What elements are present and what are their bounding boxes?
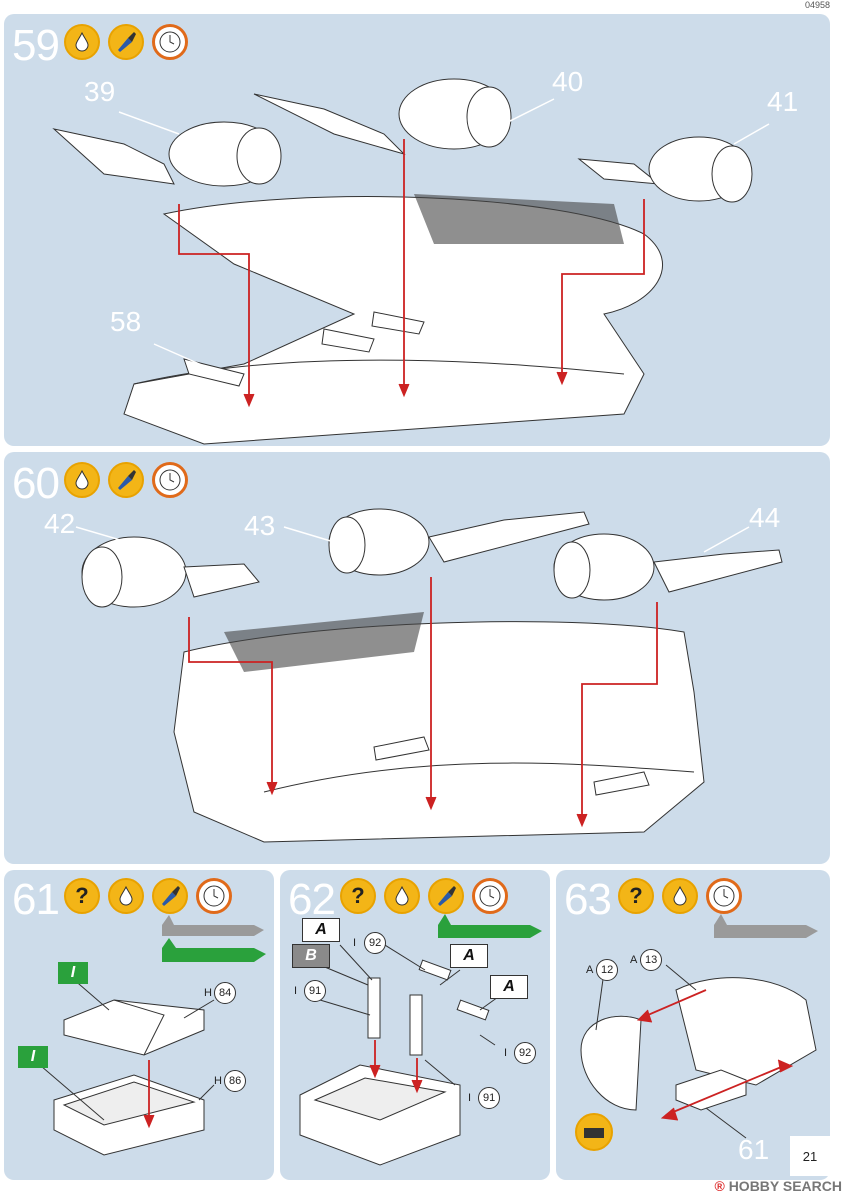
part-label-61: 61 [738, 1134, 770, 1165]
green-flag: I [58, 962, 88, 984]
step-number: 60 [12, 459, 60, 508]
clock-icon [152, 462, 188, 498]
part-label-39: 39 [84, 76, 116, 107]
clock-icon [196, 878, 232, 914]
flag-label: B [292, 944, 330, 968]
watermark-mark: ® [714, 1178, 725, 1194]
green-flag: I [18, 1046, 48, 1068]
step-63-illustration [575, 914, 818, 1151]
flag-label: A [302, 918, 340, 942]
part-number-badge: 92 [364, 932, 387, 954]
page-number: 21 [790, 1136, 830, 1176]
part-number-badge: 92 [514, 1042, 537, 1064]
paint-drop-icon [64, 24, 100, 60]
watermark-brand: HOBBY SEARCH [728, 1178, 842, 1194]
step-number: 61 [12, 875, 60, 924]
kit-code: 04958 [804, 0, 830, 10]
part-label-58: 58 [110, 306, 142, 337]
part-number-badge: 13 [640, 949, 663, 971]
clock-icon [706, 878, 742, 914]
part-label-41: 41 [767, 86, 799, 117]
flag-label: A [490, 975, 528, 999]
brush-icon [108, 462, 144, 498]
part-label-44: 44 [749, 502, 781, 533]
paint-drop-icon [662, 878, 698, 914]
step-59-panel: 59 [4, 14, 830, 446]
step-59-illustration [52, 78, 770, 445]
part-prefix: I [468, 1092, 472, 1104]
step-61-illustration [33, 915, 266, 1156]
flag-label: A [450, 944, 488, 968]
part-number-badge: 84 [214, 982, 237, 1004]
part-number-badge: 12 [596, 959, 619, 981]
question-icon: ? [340, 878, 376, 914]
paint-drop-icon [384, 878, 420, 914]
part-number-badge: 91 [304, 980, 327, 1002]
paint-drop-icon [108, 878, 144, 914]
step-60-panel: 60 42 43 44 [4, 452, 830, 864]
step-63-panel: 63 ? A 12 A 13 61 [556, 870, 830, 1180]
brush-icon [428, 878, 464, 914]
brush-icon [108, 24, 144, 60]
step-60-illustration [75, 508, 783, 843]
watermark: ® HOBBY SEARCH [714, 1178, 842, 1194]
step-number: 63 [564, 875, 612, 924]
question-icon: ? [64, 878, 100, 914]
clock-icon [472, 878, 508, 914]
part-prefix: I [504, 1047, 508, 1059]
clock-icon [152, 24, 188, 60]
step-number: 62 [288, 875, 336, 924]
part-label-42: 42 [44, 508, 76, 539]
step-number: 59 [12, 21, 60, 70]
brush-icon [152, 878, 188, 914]
part-number-badge: 86 [224, 1070, 247, 1092]
part-prefix: I [294, 985, 298, 997]
part-prefix: A [586, 964, 594, 976]
part-number-badge: 91 [478, 1087, 501, 1109]
step-61-panel: 61 ? I I H 84 H 86 [4, 870, 274, 1180]
part-prefix: A [630, 954, 638, 966]
part-prefix: H [204, 987, 212, 999]
part-label-40: 40 [552, 66, 584, 97]
paint-drop-icon [64, 462, 100, 498]
step-62-illustration [299, 914, 542, 1166]
step-62-panel: 62 ? A B A A I 92 I [280, 870, 550, 1180]
part-label-43: 43 [244, 510, 276, 541]
part-prefix: H [214, 1075, 222, 1087]
part-prefix: I [353, 937, 357, 949]
question-icon: ? [618, 878, 654, 914]
